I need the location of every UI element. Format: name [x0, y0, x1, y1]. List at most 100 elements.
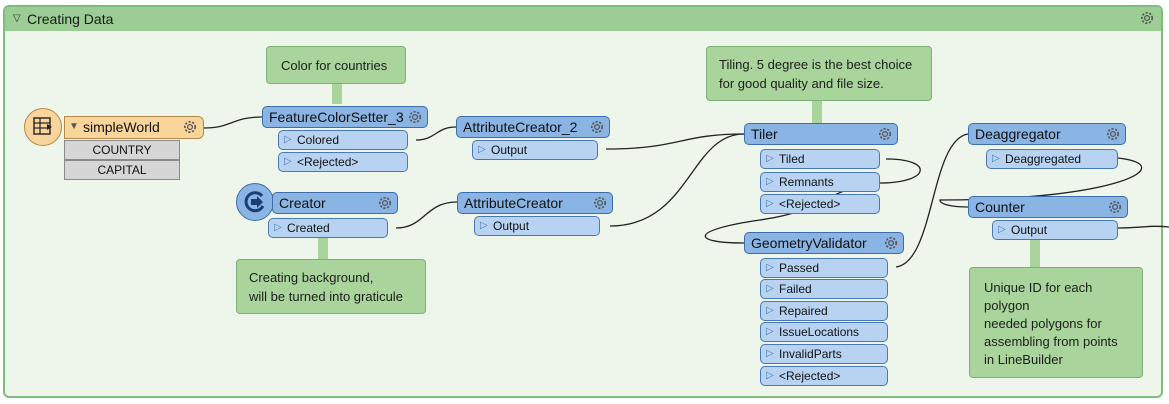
reader-simpleworld[interactable]: ▼ simpleWorld: [64, 116, 204, 139]
gear-icon[interactable]: [1105, 126, 1121, 142]
annotation-text: Tiling. 5 degree is the best choice: [719, 57, 913, 72]
port-label: Tiled: [779, 152, 805, 166]
port-tiled[interactable]: ▷ Tiled: [760, 149, 880, 169]
transformer-attributecreator-2[interactable]: AttributeCreator_2: [456, 116, 610, 138]
wire-output-tiler-2: [609, 133, 745, 227]
port-output[interactable]: ▷ Output: [992, 220, 1118, 240]
port-triangle-icon: ▷: [766, 262, 774, 273]
transformer-name: Tiler: [751, 126, 778, 142]
wire-simpleworld-featurecolorsetter: [203, 116, 263, 129]
transformer-tiler[interactable]: Tiler: [744, 123, 898, 145]
annotation-text: in LineBuilder: [984, 352, 1063, 367]
annotation-tiling[interactable]: Tiling. 5 degree is the best choice for …: [706, 46, 932, 101]
port-passed[interactable]: ▷ Passed: [760, 258, 888, 278]
annotation-tail: [1030, 240, 1040, 268]
port-triangle-icon: ▷: [766, 305, 774, 316]
port-issuelocations[interactable]: ▷ IssueLocations: [760, 322, 888, 342]
annotation-tail: [812, 101, 822, 123]
transformer-name: GeometryValidator: [751, 235, 867, 251]
port-label: InvalidParts: [779, 347, 842, 361]
port-triangle-icon: ▷: [766, 326, 774, 337]
reader-icon-circle[interactable]: [24, 108, 62, 146]
port-label: <Rejected>: [779, 369, 841, 383]
bookmark-header[interactable]: ▽ Creating Data: [5, 7, 1161, 31]
port-label: Output: [1011, 223, 1048, 237]
gear-icon[interactable]: [1107, 199, 1123, 215]
port-label: Created: [287, 221, 330, 235]
port-repaired[interactable]: ▷ Repaired: [760, 301, 888, 321]
port-triangle-icon: ▷: [766, 198, 774, 209]
port-label: <Rejected>: [779, 197, 841, 211]
port-triangle-icon: ▷: [766, 283, 774, 294]
expand-triangle-icon[interactable]: ▼: [69, 121, 79, 132]
transformer-featurecolorsetter[interactable]: FeatureColorSetter_3: [262, 106, 428, 128]
wire-deaggregated-counter: [939, 157, 1143, 208]
creator-icon-circle[interactable]: [236, 183, 274, 221]
port-created[interactable]: ▷ Created: [268, 218, 388, 238]
annotation-text: polygon: [984, 298, 1030, 313]
port-label: Output: [493, 219, 530, 233]
transformer-name: AttributeCreator_2: [463, 119, 578, 135]
gear-icon[interactable]: [182, 119, 198, 135]
annotation-text: will be turned into graticule: [249, 289, 403, 304]
gear-icon[interactable]: [883, 235, 899, 251]
port-label: <Rejected>: [297, 155, 359, 169]
port-invalidparts[interactable]: ▷ InvalidParts: [760, 344, 888, 364]
transformer-name: AttributeCreator: [464, 195, 563, 211]
wire-output-tiler-1: [605, 133, 745, 150]
transformer-geometryvalidator[interactable]: GeometryValidator: [744, 232, 904, 254]
transformer-attributecreator[interactable]: AttributeCreator: [457, 192, 613, 214]
port-triangle-icon: ▷: [766, 370, 774, 381]
port-triangle-icon: ▷: [766, 348, 774, 359]
wire-passed-deaggregator: [895, 133, 969, 268]
gear-icon[interactable]: [377, 195, 393, 211]
port-label: Passed: [779, 261, 820, 275]
port-triangle-icon: ▷: [274, 222, 282, 233]
annotation-color-for-countries[interactable]: Color for countries: [266, 46, 406, 84]
collapse-triangle-icon[interactable]: ▽: [13, 13, 21, 24]
port-rejected[interactable]: ▷ <Rejected>: [760, 366, 888, 386]
port-colored[interactable]: ▷ Colored: [278, 130, 408, 150]
annotation-unique-id[interactable]: Unique ID for each polygon needed polygo…: [969, 267, 1143, 378]
gear-icon[interactable]: [877, 126, 893, 142]
port-failed[interactable]: ▷ Failed: [760, 279, 888, 299]
port-label: Output: [491, 143, 528, 157]
gear-icon[interactable]: [592, 195, 608, 211]
transformer-name: Creator: [279, 195, 326, 211]
port-output[interactable]: ▷ Output: [472, 140, 598, 160]
wire-created-attributecreator: [395, 201, 458, 229]
bookmark-title: Creating Data: [27, 11, 114, 27]
wire-counter-output-out: [1117, 225, 1169, 229]
transformer-creator[interactable]: Creator: [272, 192, 398, 214]
gear-icon[interactable]: [589, 119, 605, 135]
reader-name: simpleWorld: [83, 119, 160, 135]
port-label: IssueLocations: [779, 325, 860, 339]
annotation-text: assembling from points: [984, 334, 1118, 349]
port-rejected[interactable]: ▷ <Rejected>: [760, 194, 880, 214]
annotation-tail: [332, 84, 342, 104]
port-label: Failed: [779, 282, 812, 296]
port-triangle-icon: ▷: [284, 134, 292, 145]
port-deaggregated[interactable]: ▷ Deaggregated: [986, 149, 1118, 169]
port-remnants[interactable]: ▷ Remnants: [760, 172, 880, 192]
port-triangle-icon: ▷: [992, 153, 1000, 164]
annotation-creating-background[interactable]: Creating background, will be turned into…: [236, 259, 426, 314]
gear-icon[interactable]: [407, 109, 423, 125]
port-output[interactable]: ▷ Output: [474, 216, 600, 236]
transformer-name: Deaggregator: [975, 126, 1061, 142]
port-triangle-icon: ▷: [478, 144, 486, 155]
annotation-text: Color for countries: [281, 58, 388, 73]
transformer-counter[interactable]: Counter: [968, 196, 1128, 218]
table-reader-icon: [33, 117, 52, 135]
transformer-name: Counter: [975, 199, 1025, 215]
port-label: Deaggregated: [1005, 152, 1082, 166]
port-triangle-icon: ▷: [284, 156, 292, 167]
transformer-deaggregator[interactable]: Deaggregator: [968, 123, 1126, 145]
port-rejected[interactable]: ▷ <Rejected>: [278, 152, 408, 172]
reader-attribute[interactable]: COUNTRY: [64, 140, 180, 160]
reader-attribute[interactable]: CAPITAL: [64, 160, 180, 180]
annotation-tail: [318, 238, 328, 260]
creator-icon: [244, 191, 265, 213]
port-label: Repaired: [779, 304, 828, 318]
port-label: Colored: [297, 133, 340, 147]
